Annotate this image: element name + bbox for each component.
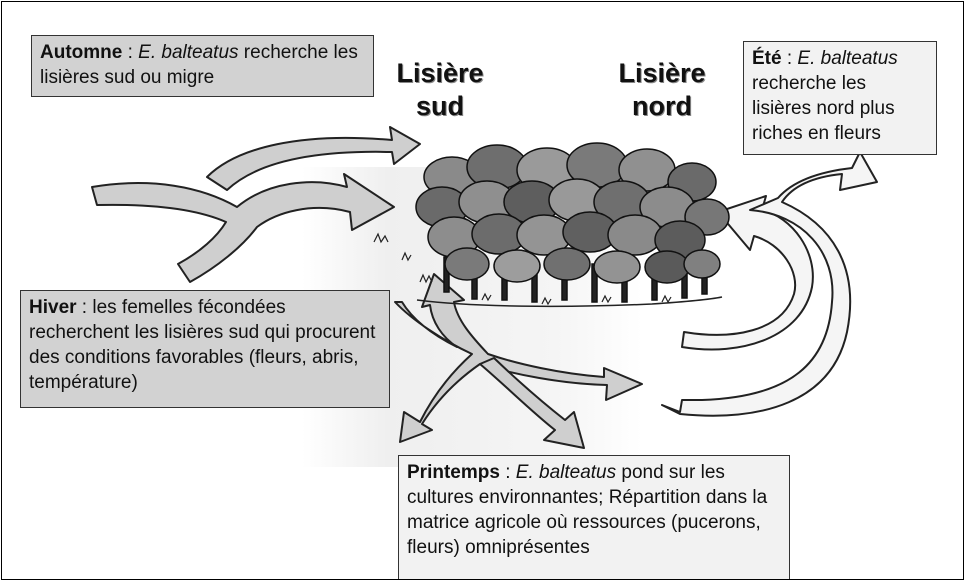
forest-illustration [373,142,730,308]
summer-arrow [661,151,878,417]
summer-separator: : [781,48,798,69]
spring-arrow [394,273,643,449]
autumn-separator: : [122,42,139,63]
north-edge-label-line2: nord [632,91,692,121]
autumn-box: Automne : E. balteatus recherche les lis… [31,35,374,97]
summer-text: recherche les lisières nord plus riches … [752,73,895,144]
autumn-arrow [91,126,421,283]
summer-species: E. balteatus [797,48,898,69]
winter-box: Hiver : les femelles fécondées recherche… [20,290,390,408]
spring-separator: : [499,462,516,483]
spring-text: pond sur les cultures environnantes; Rép… [407,462,768,558]
winter-text: : les femelles fécondées recherchent les… [29,297,376,393]
south-edge-label: Lisière sud [385,57,495,123]
autumn-species: E. balteatus [138,42,239,63]
north-edge-label-line1: Lisière [618,58,706,88]
spring-box: Printemps : E. balteatus pond sur les cu… [398,455,790,579]
spring-species: E. balteatus [515,462,617,483]
winter-season: Hiver [29,297,77,318]
south-edge-label-line2: sud [415,91,464,121]
autumn-text: recherche les lisières sud ou migre [40,42,358,88]
autumn-season: Automne [40,42,123,63]
spring-season: Printemps [407,462,500,483]
summer-season: Été [752,48,782,69]
south-edge-label-line1: Lisière [396,58,484,88]
north-edge-label: Lisière nord [607,57,717,123]
summer-box: Été : E. balteatus recherche les lisière… [743,41,937,155]
